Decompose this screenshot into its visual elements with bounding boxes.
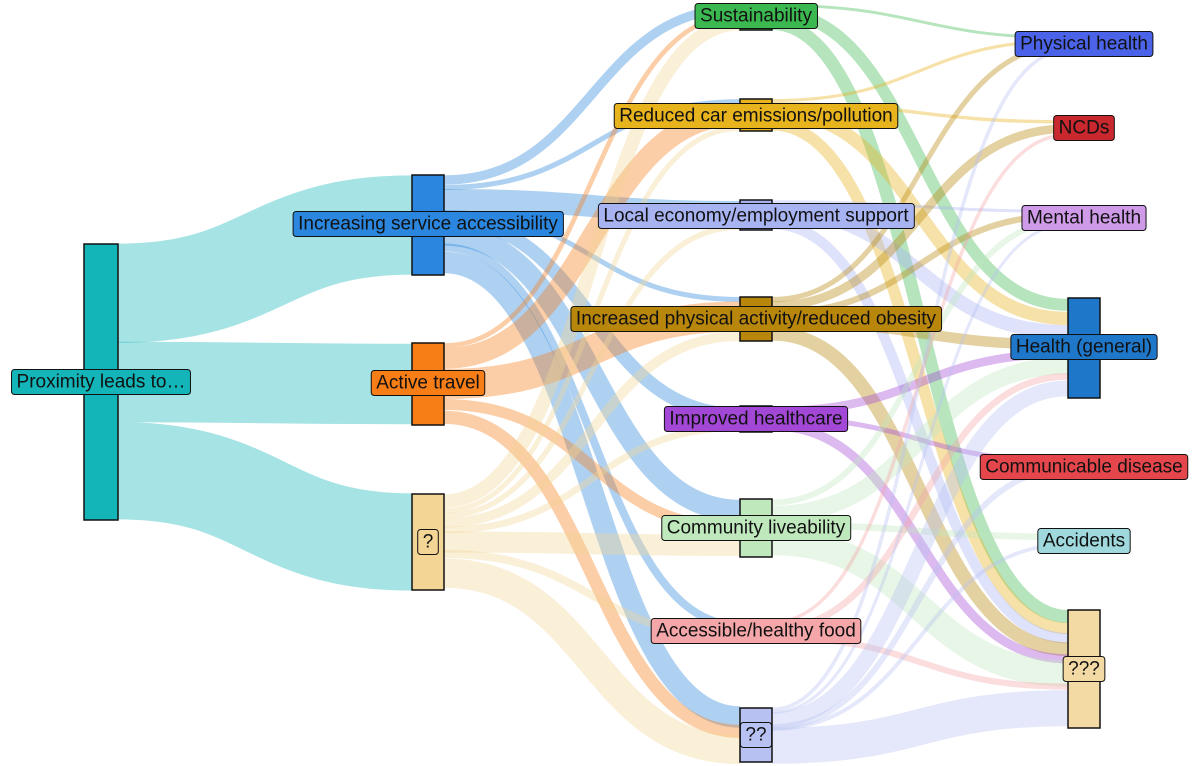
- link-q2-to-general: [771, 380, 1069, 728]
- node-label-text-sustain: Sustainability: [700, 6, 812, 27]
- node-label-text-econ: Local economy/employment support: [603, 206, 909, 227]
- node-label-box-general: [1010, 334, 1158, 360]
- link-q2-to-mental: [771, 222, 1069, 714]
- link-phys-to-physh: [771, 42, 1069, 302]
- link-phys-to-q3: [771, 326, 1069, 657]
- link-sustain-to-general: [771, 5, 1069, 311]
- link-q1-to-phys: [443, 331, 741, 528]
- node-label-text-phys: Increased physical activity/reduced obes…: [576, 309, 937, 330]
- node-label-box-q3: [1062, 656, 1106, 682]
- node-label-commdis: Communicable disease: [979, 454, 1189, 480]
- node-label-text-healthcare: Improved healthcare: [669, 409, 842, 430]
- node-label-box-healthcare: [663, 406, 849, 432]
- link-food-to-ncd: [771, 133, 1069, 624]
- node-label-text-ncd: NCDs: [1059, 118, 1110, 139]
- node-label-service: Increasing service accessibility: [292, 211, 564, 237]
- node-label-box-q1: [417, 529, 439, 555]
- link-comm-to-mental: [771, 217, 1069, 506]
- link-active-to-sustain: [443, 12, 741, 348]
- node-label-mental: Mental health: [1021, 205, 1147, 231]
- node-label-text-comm: Community liveability: [667, 518, 846, 539]
- labels-layer: Proximity leads to… Increasing service ac…: [11, 3, 1189, 748]
- node-label-text-commdis: Communicable disease: [985, 457, 1183, 478]
- link-healthcare-to-q3: [771, 421, 1069, 664]
- link-service-to-sustain: [443, 3, 741, 185]
- node-label-text-proximity: Proximity leads to…: [17, 372, 186, 393]
- node-label-box-ncd: [1053, 115, 1115, 141]
- node-label-phys: Increased physical activity/reduced obes…: [570, 306, 943, 332]
- node-label-text-physh: Physical health: [1020, 34, 1148, 55]
- link-q2-to-physh: [771, 48, 1069, 712]
- link-q1-to-sustain: [443, 16, 741, 509]
- node-label-box-sustain: [694, 3, 818, 29]
- node-label-emis: Reduced car emissions/pollution: [613, 103, 899, 129]
- node-label-ncd: NCDs: [1053, 115, 1115, 141]
- node-label-healthcare: Improved healthcare: [663, 406, 849, 432]
- node-label-box-emis: [613, 103, 899, 129]
- link-service-to-comm: [443, 224, 741, 522]
- node-label-q3: ???: [1062, 656, 1106, 682]
- node-label-sustain: Sustainability: [694, 3, 818, 29]
- node-label-box-q2: [739, 722, 773, 748]
- node-label-proximity: Proximity leads to…: [11, 369, 191, 395]
- node-label-food: Accessible/healthy food: [650, 618, 862, 644]
- node-label-box-acc: [1037, 528, 1131, 554]
- link-econ-to-q3: [771, 218, 1069, 644]
- node-label-text-q3: ???: [1068, 659, 1100, 680]
- node-label-box-active: [370, 370, 486, 396]
- link-comm-to-general: [771, 357, 1069, 524]
- node-label-text-emis: Reduced car emissions/pollution: [619, 106, 893, 127]
- node-label-text-acc: Accidents: [1043, 531, 1125, 552]
- node-label-text-q1: ?: [423, 532, 434, 553]
- node-label-comm: Community liveability: [661, 515, 852, 541]
- link-proximity-to-q1: [117, 422, 413, 591]
- link-service-to-q2: [443, 251, 741, 728]
- node-label-text-general: Health (general): [1016, 337, 1152, 358]
- node-label-box-physh: [1014, 31, 1154, 57]
- link-food-to-general: [771, 373, 1069, 633]
- node-label-box-econ: [597, 203, 915, 229]
- node-label-text-q2: ??: [745, 725, 766, 746]
- node-label-box-commdis: [979, 454, 1189, 480]
- link-comm-to-q3: [771, 528, 1069, 687]
- node-label-text-food: Accessible/healthy food: [656, 621, 856, 642]
- node-label-box-comm: [661, 515, 852, 541]
- node-label-text-mental: Mental health: [1027, 208, 1141, 229]
- link-q2-to-commdis: [771, 466, 1069, 731]
- link-q1-to-q2: [443, 558, 741, 765]
- node-label-general: Health (general): [1010, 334, 1158, 360]
- node-label-q1: ?: [417, 529, 439, 555]
- node-label-text-active: Active travel: [376, 373, 479, 394]
- link-active-to-q2: [443, 410, 741, 738]
- link-phys-to-ncd: [771, 124, 1069, 311]
- node-label-box-food: [650, 618, 862, 644]
- links-layer: [117, 3, 1069, 765]
- node-label-box-mental: [1021, 205, 1147, 231]
- node-label-box-proximity: [11, 369, 191, 395]
- link-q2-to-acc: [771, 542, 1069, 731]
- node-label-acc: Accidents: [1037, 528, 1131, 554]
- node-label-active: Active travel: [370, 370, 486, 396]
- link-q1-to-healthcare: [443, 424, 741, 534]
- node-label-physh: Physical health: [1014, 31, 1154, 57]
- node-label-text-service: Increasing service accessibility: [298, 214, 558, 235]
- link-q1-to-comm: [443, 531, 741, 556]
- node-label-econ: Local economy/employment support: [597, 203, 915, 229]
- link-service-to-food: [443, 243, 741, 630]
- link-q1-to-econ: [443, 224, 741, 519]
- link-econ-to-mental: [771, 200, 1069, 213]
- node-label-q2: ??: [739, 722, 773, 748]
- link-emis-to-q3: [771, 118, 1069, 635]
- link-q2-to-q3: [771, 690, 1069, 764]
- node-label-box-phys: [570, 306, 943, 332]
- node-label-box-service: [292, 211, 564, 237]
